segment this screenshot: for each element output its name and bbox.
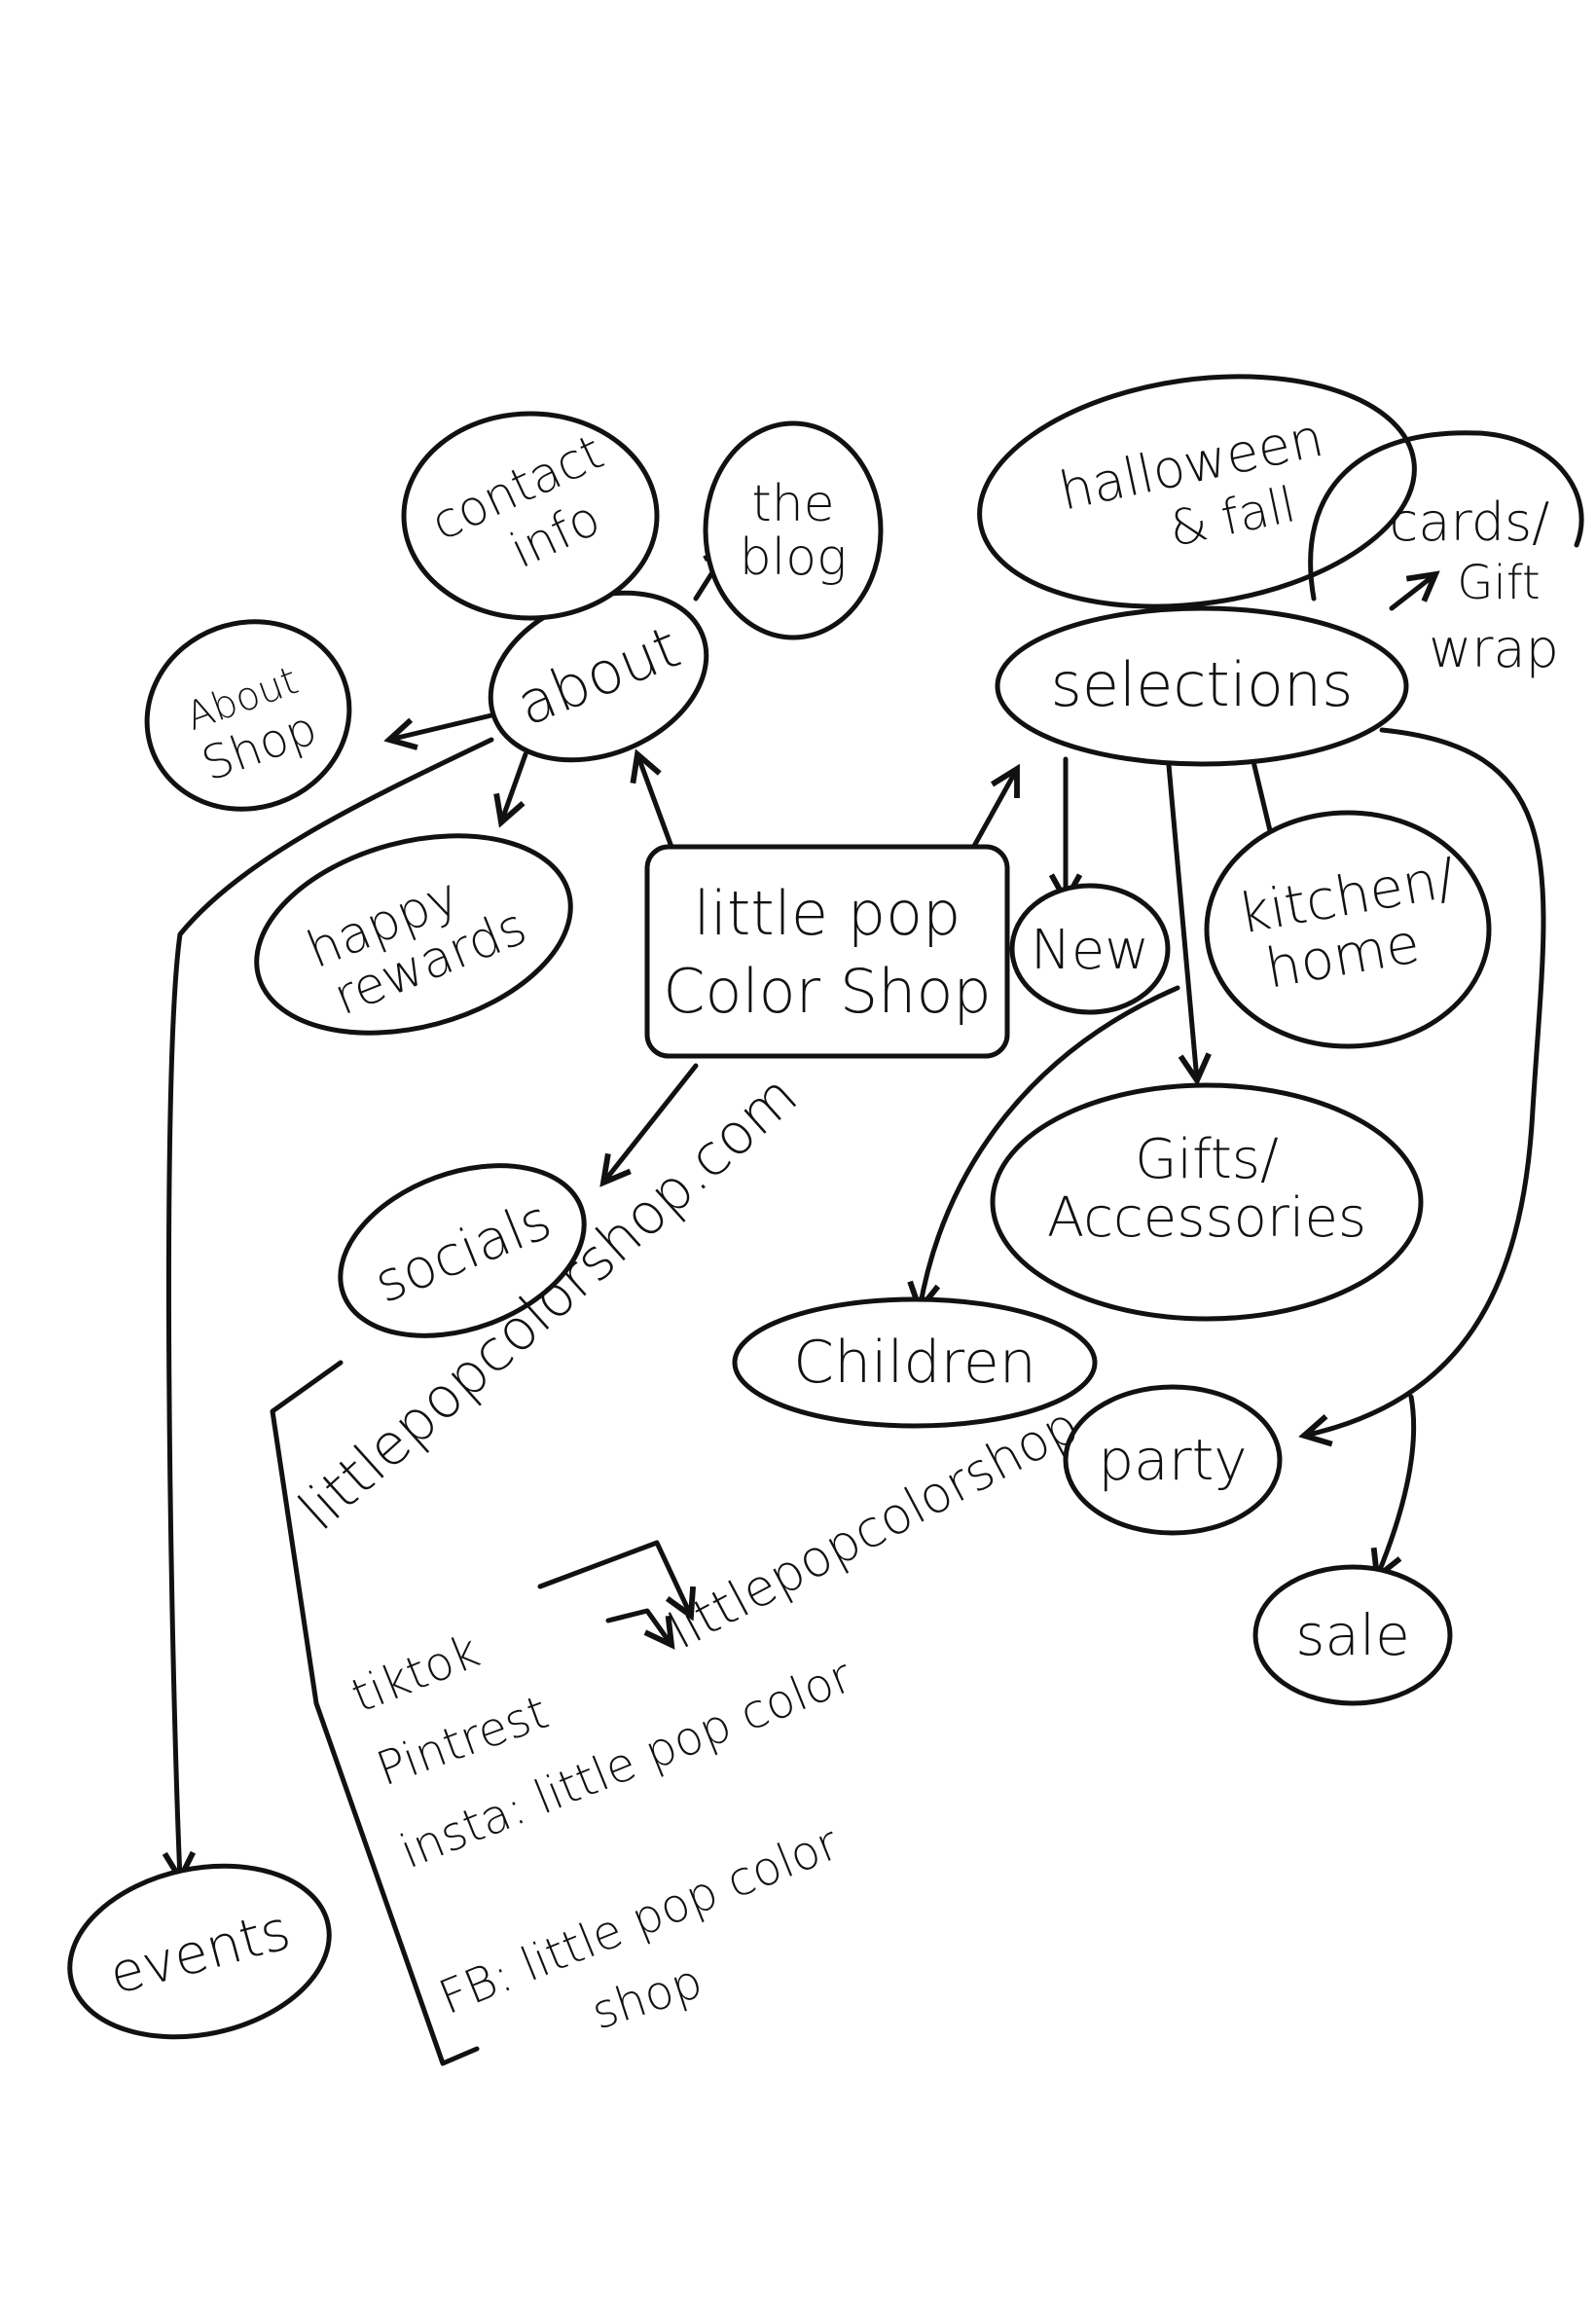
sale-label: sale	[1295, 1602, 1410, 1668]
halloween-node: halloween & fall	[977, 374, 1417, 609]
sale-node: sale	[1252, 1564, 1453, 1706]
fb-text-line2: shop	[585, 1954, 708, 2041]
events-node: events	[67, 1863, 332, 2040]
party-node: party	[1063, 1384, 1283, 1536]
about-to-aboutshop-arrow	[389, 712, 494, 740]
selections-to-gifts-arrow	[1165, 751, 1197, 1080]
center-to-about-arrow	[637, 754, 674, 850]
socials-bracket	[270, 1360, 480, 2066]
gifts-node: Gifts/ Accessories	[990, 1082, 1424, 1322]
center-line2: Color Shop	[663, 956, 992, 1027]
new-node: New	[1009, 883, 1171, 1015]
center-node: little pop Color Shop	[644, 844, 1010, 1059]
about-to-events-arrow	[168, 737, 494, 1878]
selections-to-children-arrow	[920, 985, 1180, 1309]
gifts-line2: Accessories	[1047, 1186, 1366, 1250]
center-to-selections-arrow	[965, 769, 1017, 859]
center-to-socials-arrow	[603, 1063, 699, 1183]
kitchen-node: kitchen/ home	[1204, 810, 1492, 1049]
cards-line2: Gift	[1457, 556, 1540, 610]
handle-text: littlepopcolorshop	[660, 1396, 1088, 1660]
connectors	[168, 545, 1546, 2066]
blog-node: the blog	[703, 420, 884, 640]
cards-line1: cards/	[1390, 492, 1550, 553]
cards-node: cards/ Gift wrap	[1308, 430, 1584, 679]
gifts-line1: Gifts/	[1135, 1128, 1279, 1191]
about-to-rewards-arrow	[501, 751, 528, 822]
center-line1: little pop	[694, 878, 961, 949]
blog-line1: the	[751, 475, 834, 533]
cards-outline	[1308, 430, 1584, 602]
rewards-node: happy rewards	[254, 833, 573, 1036]
blog-line2: blog	[740, 529, 847, 587]
contact-node: contact info	[401, 411, 660, 621]
new-label: New	[1031, 919, 1149, 982]
selections-to-party-arrow	[1304, 727, 1546, 1436]
aboutshop-node: About Shop	[144, 619, 352, 812]
socials-node: socials	[338, 1163, 587, 1338]
pintrest-arrow	[605, 1608, 671, 1645]
selections-to-cards-arrow	[1389, 574, 1435, 611]
tiktok-text: tiktok	[345, 1623, 488, 1724]
cards-line3: wrap	[1429, 618, 1559, 679]
selections-node: selections	[995, 605, 1409, 767]
party-to-sale-arrow	[1377, 1394, 1417, 1577]
party-label: party	[1098, 1427, 1247, 1493]
selections-label: selections	[1051, 649, 1354, 720]
children-label: Children	[793, 1329, 1036, 1397]
tiktok-arrow	[537, 1540, 691, 1616]
children-node: Children	[732, 1296, 1098, 1429]
